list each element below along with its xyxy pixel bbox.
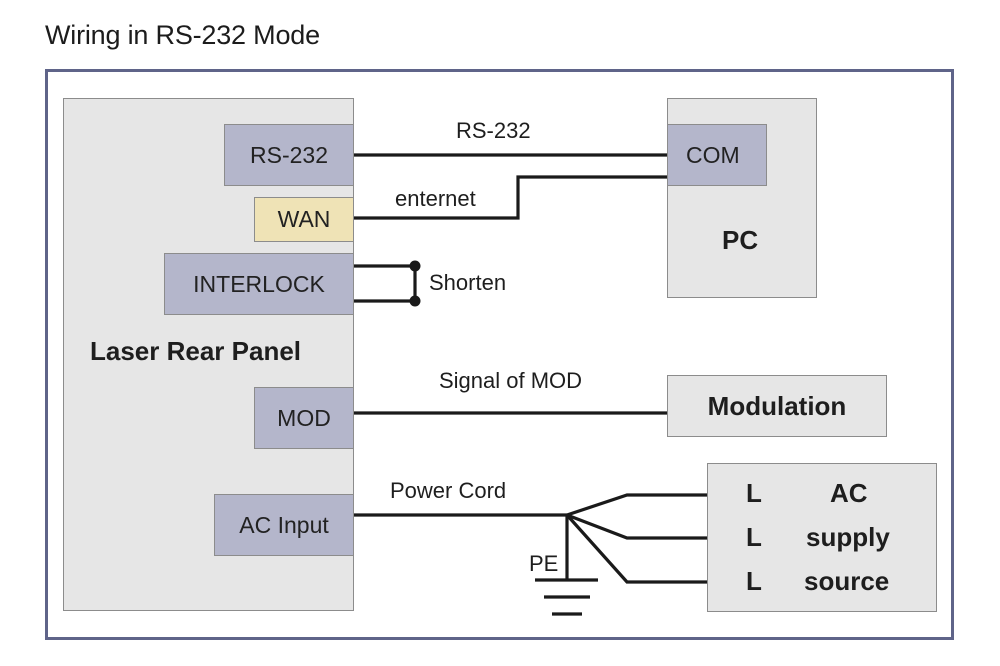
supply-terminal-3: L bbox=[746, 566, 762, 596]
modulation-label: Modulation bbox=[707, 390, 847, 421]
diagram-frame bbox=[45, 69, 954, 640]
laser-rear-panel-label: Laser Rear Panel bbox=[90, 336, 302, 366]
power-line-3 bbox=[565, 513, 707, 584]
rs232-port-label: RS-232 bbox=[250, 141, 328, 168]
ac-input-port-label: AC Input bbox=[239, 511, 329, 538]
power-cord-label: Power Cord bbox=[390, 478, 507, 503]
mod-port: MOD bbox=[254, 387, 354, 449]
interlock-short-label: Shorten bbox=[429, 270, 507, 295]
supply-terminal-2: L bbox=[746, 522, 762, 552]
com-port-label: COM bbox=[686, 141, 740, 168]
supply-terminal-1: L bbox=[746, 478, 762, 508]
interlock-port: INTERLOCK bbox=[164, 253, 354, 315]
power-line-2 bbox=[566, 513, 707, 540]
rs232-cable-label: RS-232 bbox=[456, 118, 531, 143]
ac-supply-box bbox=[707, 463, 937, 612]
com-port: COM bbox=[667, 124, 767, 186]
modulation-box: Modulation bbox=[667, 375, 887, 437]
pc-label: PC bbox=[722, 225, 759, 255]
supply-text-3: source bbox=[804, 566, 890, 596]
interlock-node-bottom bbox=[409, 295, 421, 307]
mod-signal-label: Signal of MOD bbox=[439, 368, 583, 393]
wan-port-label: WAN bbox=[277, 206, 331, 232]
ac-input-port: AC Input bbox=[214, 494, 354, 556]
internet-cable bbox=[354, 175, 667, 220]
mod-port-label: MOD bbox=[277, 404, 331, 431]
wan-port: WAN bbox=[254, 197, 354, 242]
interlock-node-top bbox=[409, 260, 421, 272]
supply-text-2: supply bbox=[806, 522, 890, 552]
internet-cable-label: enternet bbox=[395, 186, 476, 211]
power-line-1 bbox=[566, 493, 707, 517]
pe-label: PE bbox=[529, 551, 559, 576]
supply-text-1: AC bbox=[830, 478, 868, 508]
diagram-title: Wiring in RS-232 Mode bbox=[45, 20, 320, 50]
rs232-port: RS-232 bbox=[224, 124, 354, 186]
interlock-port-label: INTERLOCK bbox=[193, 270, 325, 297]
